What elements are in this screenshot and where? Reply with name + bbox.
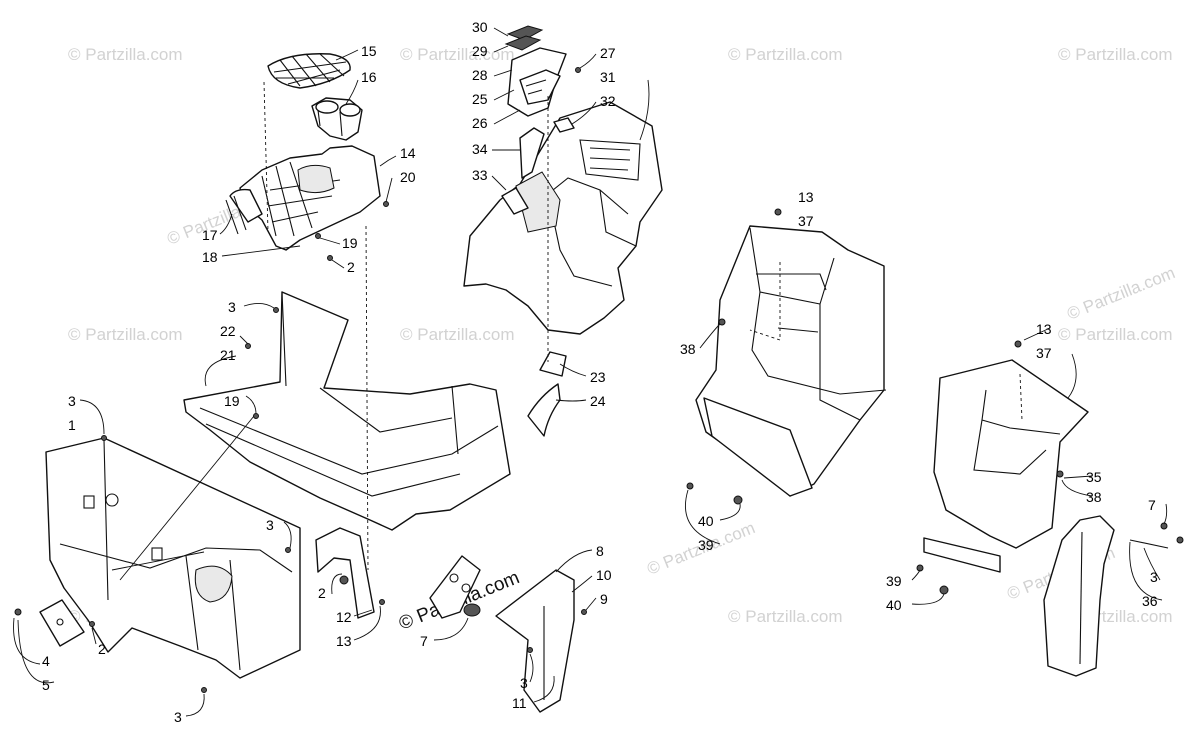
callout: 21	[220, 347, 236, 363]
callout: 19	[342, 235, 358, 251]
callout: 2	[318, 585, 326, 601]
callout: 29	[472, 43, 488, 59]
callout: 36	[1142, 593, 1158, 609]
callout: 18	[202, 249, 218, 265]
callout: 11	[512, 695, 527, 711]
callout: 9	[600, 591, 608, 607]
callout: 4	[42, 653, 50, 669]
callout: 3	[174, 709, 182, 725]
callout: 16	[361, 69, 377, 85]
part-upper-console	[225, 145, 381, 251]
part-shifter-tower	[463, 101, 663, 335]
callout: 3	[520, 675, 528, 691]
callout: 38	[1086, 489, 1102, 505]
callout: 40	[698, 513, 714, 529]
callout: 23	[590, 369, 606, 385]
callout: 7	[1148, 497, 1156, 513]
alignment-line	[119, 415, 255, 581]
callout: 32	[600, 93, 616, 109]
callout: 15	[361, 43, 377, 59]
callout: 40	[886, 597, 902, 613]
callout: 20	[400, 169, 416, 185]
callout: 30	[472, 19, 488, 35]
part-cover-plate	[39, 599, 85, 647]
callout: 1	[68, 417, 76, 433]
part-shift-bracket	[501, 117, 575, 215]
callout: 7	[420, 633, 428, 649]
part-vent-cover	[429, 555, 481, 619]
callout: 3	[266, 517, 274, 533]
callout: 19	[224, 393, 240, 409]
callout: 33	[472, 167, 488, 183]
watermark: © Partzilla.com	[1058, 325, 1173, 344]
fastener-group	[14, 67, 1184, 693]
callout: 5	[42, 677, 50, 693]
part-mud-flap	[495, 569, 575, 713]
watermark: © Partzilla.com	[1064, 263, 1177, 324]
callout: 27	[600, 45, 616, 61]
callout: 3	[68, 393, 76, 409]
callout: 22	[220, 323, 236, 339]
callout: 12	[336, 609, 352, 625]
callout: 3	[1150, 569, 1158, 585]
callout: 35	[1086, 469, 1102, 485]
alignment-line	[749, 262, 781, 341]
watermark: © Partzilla.com	[400, 325, 515, 344]
callout: 39	[886, 573, 902, 589]
callout: 2	[347, 259, 355, 275]
callout: 8	[596, 543, 604, 559]
part-mount-bracket	[315, 527, 375, 619]
callout: 28	[472, 67, 488, 83]
callout: 13	[336, 633, 352, 649]
callout: 38	[680, 341, 696, 357]
callout: 24	[590, 393, 606, 409]
callout: 10	[596, 567, 612, 583]
callout: 26	[472, 115, 488, 131]
part-grille-mesh	[267, 53, 351, 89]
watermark: © Partzilla.com	[400, 45, 515, 64]
callout: 25	[472, 91, 488, 107]
callout: 37	[1036, 345, 1052, 361]
part-air-box-small	[923, 359, 1089, 573]
alignment-line	[1019, 373, 1023, 421]
watermark: © Partzilla.com	[728, 607, 843, 626]
callout: 31	[600, 69, 616, 85]
callout: 2	[98, 641, 106, 657]
callout: 34	[472, 141, 488, 157]
callout: 13	[798, 189, 814, 205]
alignment-line	[263, 81, 269, 233]
callout: 14	[400, 145, 416, 161]
part-shift-boot	[504, 25, 567, 117]
alignment-line	[111, 551, 205, 571]
callout: 39	[698, 537, 714, 553]
watermark: © Partzilla.com	[68, 45, 183, 64]
callout: 37	[798, 213, 814, 229]
callout: 3	[228, 299, 236, 315]
callout-labels: 15 16 14 20 17 18 19 2 30 29 28 25 26 27…	[42, 19, 1158, 725]
callout: 17	[202, 227, 218, 243]
part-leg-guard	[1043, 515, 1169, 677]
watermark: © Partzilla.com	[728, 45, 843, 64]
part-cup-holder	[311, 97, 363, 141]
part-air-box-large	[695, 225, 887, 497]
watermark: © Partzilla.com	[68, 325, 183, 344]
leader-lines	[13, 27, 1168, 717]
watermark: © Partzilla.com	[1058, 45, 1173, 64]
callout: 13	[1036, 321, 1052, 337]
part-floor-pan	[183, 291, 511, 531]
